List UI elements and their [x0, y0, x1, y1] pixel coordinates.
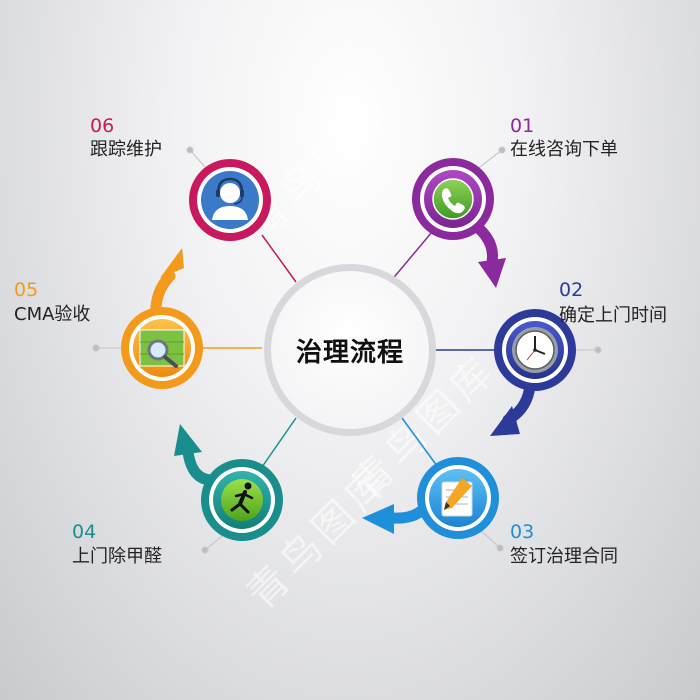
step-05-number: 05	[14, 279, 39, 301]
node-06	[189, 159, 271, 241]
node-05	[121, 307, 203, 389]
connector-line	[261, 417, 297, 468]
pencil-icon	[441, 478, 473, 517]
step-06-label: 跟踪维护	[90, 139, 162, 160]
node-02	[494, 309, 576, 391]
phone-icon	[441, 188, 465, 214]
step-04-number: 04	[72, 521, 97, 543]
step-02-number: 02	[559, 279, 584, 301]
node-04	[201, 459, 283, 541]
step-02-label: 确定上门时间	[559, 305, 667, 326]
node-01	[412, 158, 494, 240]
center-circle	[264, 264, 436, 436]
running-person-icon	[230, 482, 254, 514]
clock-icon	[512, 327, 558, 373]
connector-line	[401, 417, 441, 471]
step-03-label: 签订治理合同	[510, 546, 618, 567]
arrow-04-05	[182, 446, 218, 486]
step-05-label: CMA验收	[14, 304, 91, 325]
step-01-number: 01	[510, 115, 535, 137]
node-03	[417, 457, 499, 539]
connector-line	[389, 231, 433, 283]
step-06-number: 06	[90, 115, 115, 137]
center-title: 治理流程	[295, 338, 404, 368]
magnifier-icon	[139, 329, 185, 368]
connector-lines	[198, 231, 500, 471]
connector-line	[261, 234, 297, 283]
step-04-label: 上门除甲醛	[72, 546, 162, 567]
customer-service-icon	[212, 177, 248, 220]
step-03-number: 03	[510, 521, 535, 543]
step-01-label: 在线咨询下单	[510, 139, 618, 160]
